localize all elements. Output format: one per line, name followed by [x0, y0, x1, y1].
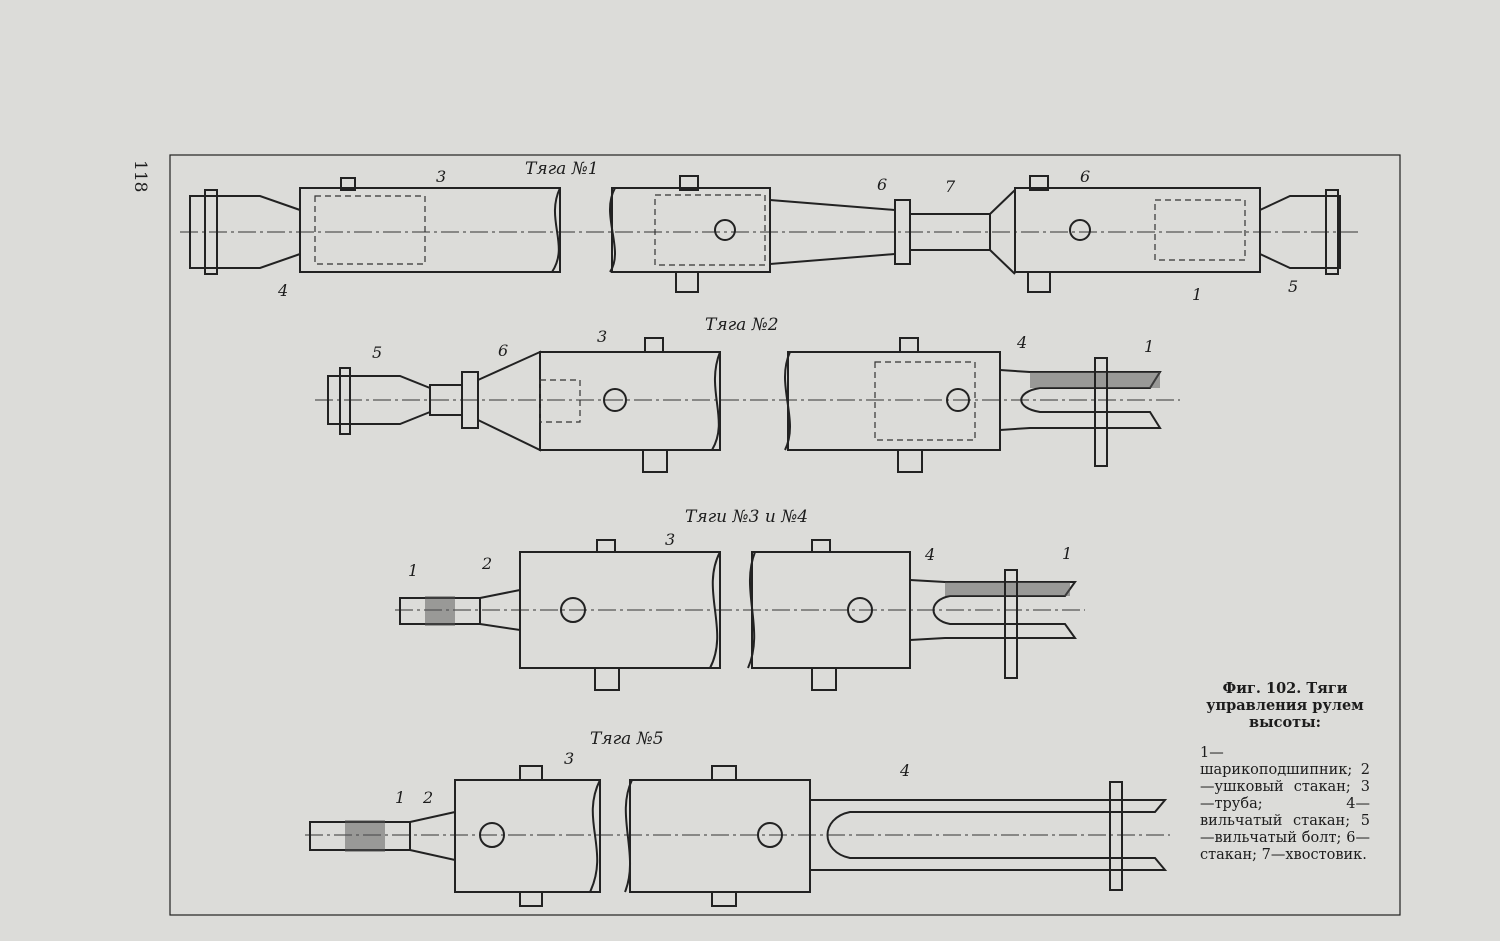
rod-1-title: Тяга №1 — [525, 159, 599, 179]
rod-3-label-3: 3 — [665, 530, 675, 549]
rod-3-label-1b: 1 — [1062, 544, 1072, 563]
rod-1-label-7: 7 — [945, 177, 956, 196]
rod-2-label-5: 5 — [372, 343, 382, 362]
rod-2-label-4: 4 — [1016, 333, 1027, 352]
rod-5-title: Тяга №5 — [590, 729, 664, 749]
rod-3-label-1: 1 — [408, 561, 418, 580]
rod-5-label-1: 1 — [395, 788, 405, 807]
rod-2-label-1: 1 — [1144, 337, 1154, 356]
rod-5: 1 2 3 4 Тяга №5 — [305, 729, 1170, 907]
rod-1-label-1: 1 — [1192, 285, 1202, 304]
rod-5-label-4: 4 — [899, 761, 910, 780]
figure-caption: Фиг. 102. Тяги управления рулем высоты: … — [1200, 680, 1370, 864]
rod-1-label-5: 5 — [1288, 277, 1298, 296]
rod-2-title: Тяга №2 — [705, 315, 779, 335]
rod-3-label-2: 2 — [481, 554, 492, 573]
caption-title: Фиг. 102. Тяги управления рулем высоты: — [1206, 680, 1364, 731]
figure-frame — [169, 154, 1401, 916]
rod-2-label-3: 3 — [597, 327, 607, 346]
rod-2: 5 6 3 4 1 Тяга №2 — [315, 315, 1180, 473]
rod-3-label-4: 4 — [924, 545, 935, 564]
rod-5-label-2: 2 — [422, 788, 433, 807]
rod-1-label-6: 6 — [877, 175, 887, 194]
rod-3-4-title: Тяги №3 и №4 — [685, 507, 808, 527]
rod-1-label-3: 3 — [436, 167, 446, 186]
caption-legend: 1—шарикоподшипник; 2—ушковый стакан; 3—т… — [1200, 745, 1370, 863]
rod-3-4: 1 2 3 4 1 Тяги №3 и №4 — [395, 507, 1085, 691]
rod-1-label-6b: 6 — [1080, 167, 1090, 186]
rod-1: 3 6 7 6 4 1 5 Тяга №1 — [180, 159, 1360, 304]
rod-1-label-4: 4 — [277, 281, 288, 300]
rod-5-label-3: 3 — [564, 749, 574, 768]
rod-2-label-6: 6 — [498, 341, 508, 360]
